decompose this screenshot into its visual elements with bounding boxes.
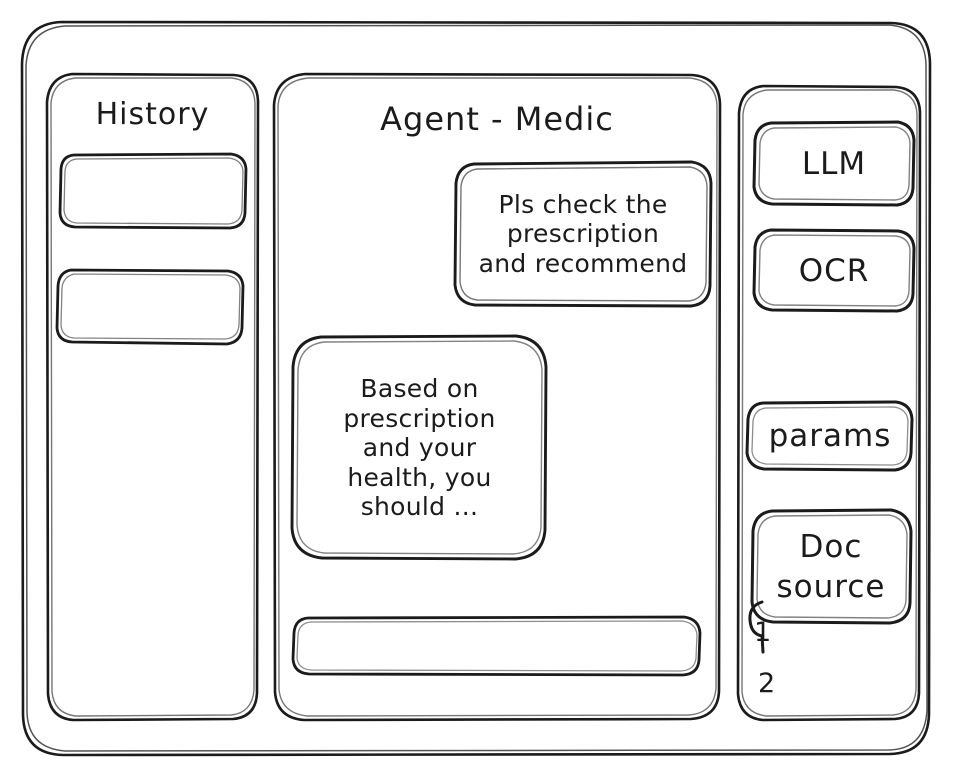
history-item-1[interactable] xyxy=(58,152,248,230)
message-user-text: Pls check the prescription and recommend xyxy=(478,189,688,278)
message-bubble-assistant: Based on prescription and your health, y… xyxy=(288,334,551,562)
agent-title: Agent - Medic xyxy=(380,100,614,138)
tool-button-ocr-label: OCR xyxy=(798,253,870,289)
composer-input[interactable] xyxy=(290,615,702,677)
doc-source-item-2[interactable]: 2 xyxy=(758,668,776,699)
message-bubble-user: Pls check the prescription and recommend xyxy=(452,160,714,308)
history-title: History xyxy=(95,97,210,132)
tool-button-llm-label: LLM xyxy=(801,146,867,182)
tool-button-params-label: params xyxy=(768,418,892,454)
doc-source-label: Doc source xyxy=(776,528,886,605)
message-assistant-text: Based on prescription and your health, y… xyxy=(343,374,496,522)
tool-button-params[interactable]: params xyxy=(745,400,915,472)
tool-button-llm[interactable]: LLM xyxy=(751,120,917,208)
doc-source-connector xyxy=(748,600,765,654)
tool-button-ocr[interactable]: OCR xyxy=(751,228,917,314)
history-item-2[interactable] xyxy=(55,268,245,346)
doc-source-item-1[interactable]: 1 xyxy=(754,617,772,648)
